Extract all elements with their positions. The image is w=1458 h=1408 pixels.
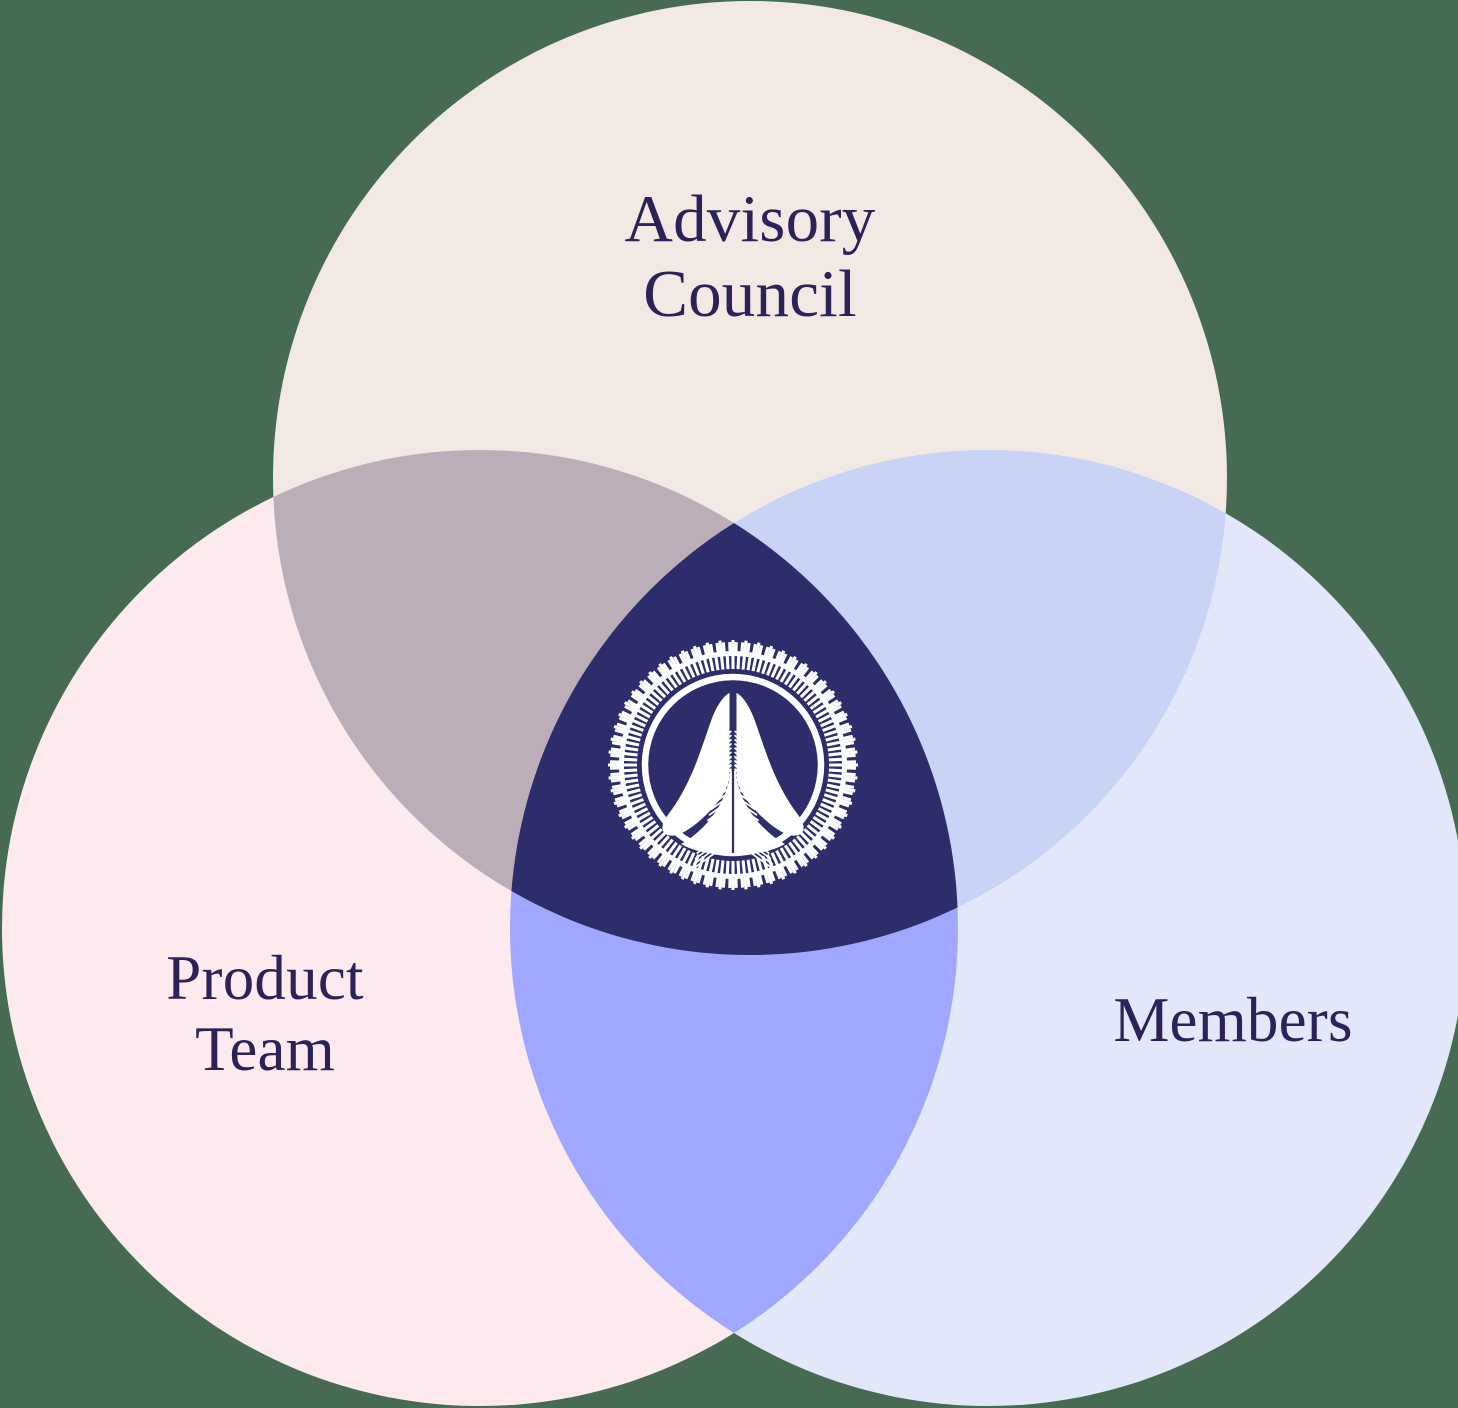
set-label-advisory-council: Advisory Council bbox=[624, 182, 876, 332]
set-label-members: Members bbox=[1113, 985, 1353, 1055]
emblem-ray-burst bbox=[608, 640, 858, 890]
namaste-praying-hands-logo bbox=[608, 640, 858, 890]
praying-hands-shape bbox=[662, 691, 804, 871]
set-label-product-team: Product Team bbox=[166, 943, 364, 1084]
hand-hatching bbox=[690, 730, 776, 871]
